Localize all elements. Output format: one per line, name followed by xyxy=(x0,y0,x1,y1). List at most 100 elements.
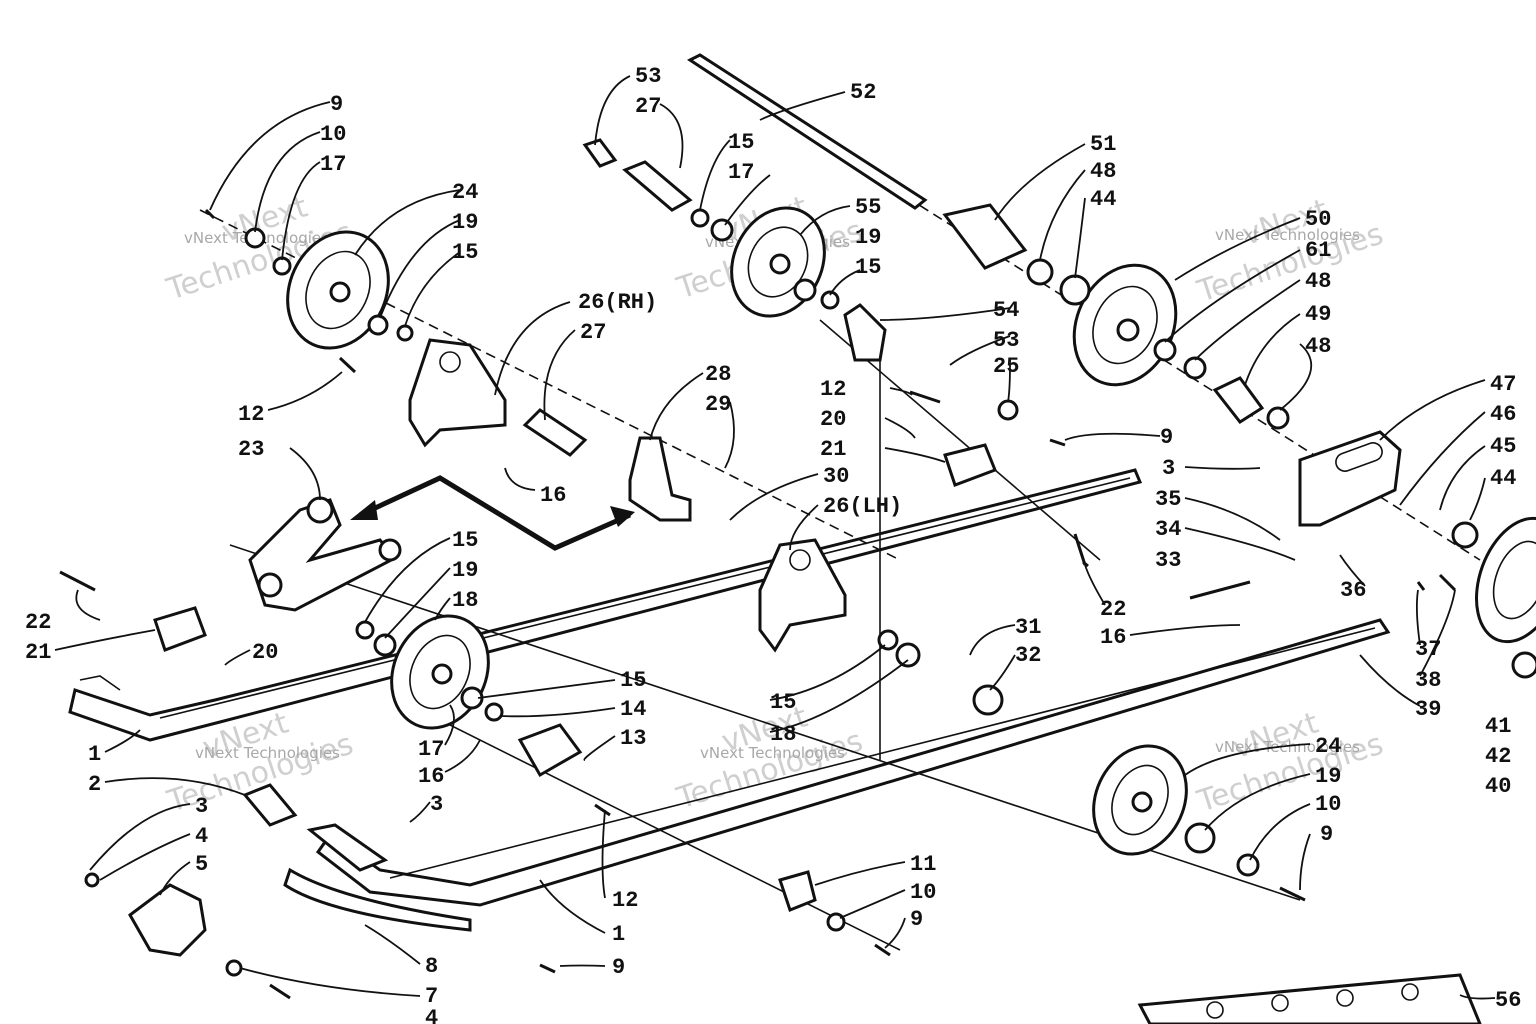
callout-37: 37 xyxy=(1415,637,1441,662)
spacer-53 xyxy=(582,138,618,168)
callout-3: 3 xyxy=(1162,456,1175,481)
watermark-small: vNext Technologies xyxy=(700,744,845,762)
callout-19: 19 xyxy=(1315,764,1341,789)
callout-16: 16 xyxy=(418,764,444,789)
callout-21: 21 xyxy=(820,437,846,462)
callout-32: 32 xyxy=(1015,643,1041,668)
front-arrow xyxy=(350,475,635,551)
callout-1: 1 xyxy=(88,742,101,767)
callout-61: 61 xyxy=(1305,238,1331,263)
callout-15: 15 xyxy=(855,255,881,280)
callout-10: 10 xyxy=(910,880,936,905)
callout-9: 9 xyxy=(1320,822,1333,847)
callout-4: 4 xyxy=(425,1006,438,1024)
slide-rail-lower xyxy=(315,618,1391,907)
bracket-26-rh xyxy=(408,338,507,448)
idler-wheel-far-right xyxy=(1475,516,1536,644)
callout-13: 13 xyxy=(620,726,646,751)
watermark-small: vNext Technologies xyxy=(1215,226,1360,244)
callout-21: 21 xyxy=(25,640,51,665)
callout-33: 33 xyxy=(1155,548,1181,573)
callout-12: 12 xyxy=(612,888,638,913)
callout-54: 54 xyxy=(993,298,1019,323)
callout-38: 38 xyxy=(1415,668,1441,693)
spacer-2 xyxy=(242,783,298,827)
callout-55: 55 xyxy=(855,195,881,220)
bracket-28 xyxy=(628,436,692,522)
callout-48: 48 xyxy=(1090,159,1116,184)
callout-10: 10 xyxy=(1315,792,1341,817)
callout-40: 40 xyxy=(1485,774,1511,799)
callout-36: 36 xyxy=(1340,578,1366,603)
callout-9: 9 xyxy=(910,907,923,932)
callout-15: 15 xyxy=(452,240,478,265)
callout-15: 15 xyxy=(452,528,478,553)
leader-lines xyxy=(54,75,1496,1000)
callout-44: 44 xyxy=(1490,466,1516,491)
callout-26-lh: 26(LH) xyxy=(823,494,902,519)
callout-15: 15 xyxy=(620,668,646,693)
callout-18: 18 xyxy=(452,588,478,613)
callout-4: 4 xyxy=(195,824,208,849)
callout-16: 16 xyxy=(1100,625,1126,650)
callout-3: 3 xyxy=(430,792,443,817)
callout-48: 48 xyxy=(1305,269,1331,294)
idler-wheel-lower-left xyxy=(390,614,490,730)
callout-23: 23 xyxy=(238,437,264,462)
callout-52: 52 xyxy=(850,80,876,105)
callout-27: 27 xyxy=(580,320,606,345)
idler-wheel-upper-right xyxy=(1072,263,1178,387)
block-21-left xyxy=(153,606,207,652)
callout-24: 24 xyxy=(452,180,478,205)
callout-22: 22 xyxy=(1100,597,1126,622)
callout-53: 53 xyxy=(993,328,1019,353)
callout-15: 15 xyxy=(728,130,754,155)
callout-2: 2 xyxy=(88,772,101,797)
callout-39: 39 xyxy=(1415,697,1441,722)
callout-30: 30 xyxy=(823,464,849,489)
callout-44: 44 xyxy=(1090,187,1116,212)
callout-45: 45 xyxy=(1490,434,1516,459)
arm-23 xyxy=(248,496,402,612)
plate-47 xyxy=(1298,430,1402,527)
callout-46: 46 xyxy=(1490,402,1516,427)
callout-14: 14 xyxy=(620,697,646,722)
callout-48: 48 xyxy=(1305,334,1331,359)
callout-3: 3 xyxy=(195,794,208,819)
callout-18: 18 xyxy=(770,722,796,747)
callout-16: 16 xyxy=(540,483,566,508)
shaft-52 xyxy=(687,53,928,210)
bolts xyxy=(59,208,1457,1000)
bumper-5 xyxy=(128,883,207,957)
callout-labels: 9 10 17 24 19 15 53 27 52 15 17 55 19 15… xyxy=(25,64,1521,1024)
bracket-54 xyxy=(843,303,887,362)
block-14 xyxy=(517,723,583,778)
callout-19: 19 xyxy=(452,558,478,583)
callout-12: 12 xyxy=(820,377,846,402)
callout-1: 1 xyxy=(612,922,625,947)
callout-50: 50 xyxy=(1305,207,1331,232)
callout-12: 12 xyxy=(238,402,264,427)
callout-20: 20 xyxy=(252,640,278,665)
callout-31: 31 xyxy=(1015,615,1041,640)
callout-17: 17 xyxy=(728,160,754,185)
callout-42: 42 xyxy=(1485,744,1511,769)
callout-41: 41 xyxy=(1485,714,1511,739)
track-56 xyxy=(1137,973,1482,1024)
callout-15: 15 xyxy=(770,690,796,715)
spacer-27-mid xyxy=(522,408,588,457)
callout-51: 51 xyxy=(1090,132,1116,157)
callout-11: 11 xyxy=(910,852,936,877)
callout-35: 35 xyxy=(1155,487,1181,512)
callout-7: 7 xyxy=(425,984,438,1009)
callout-20: 20 xyxy=(820,407,846,432)
callout-25: 25 xyxy=(993,354,1019,379)
callout-9: 9 xyxy=(1160,425,1173,450)
callout-10: 10 xyxy=(320,122,346,147)
callout-9: 9 xyxy=(612,955,625,980)
idler-wheel-upper-left xyxy=(286,230,390,350)
slide-rail-upper xyxy=(68,468,1143,742)
callout-19: 19 xyxy=(452,210,478,235)
callout-47: 47 xyxy=(1490,372,1516,397)
spacer-49 xyxy=(1212,376,1265,424)
